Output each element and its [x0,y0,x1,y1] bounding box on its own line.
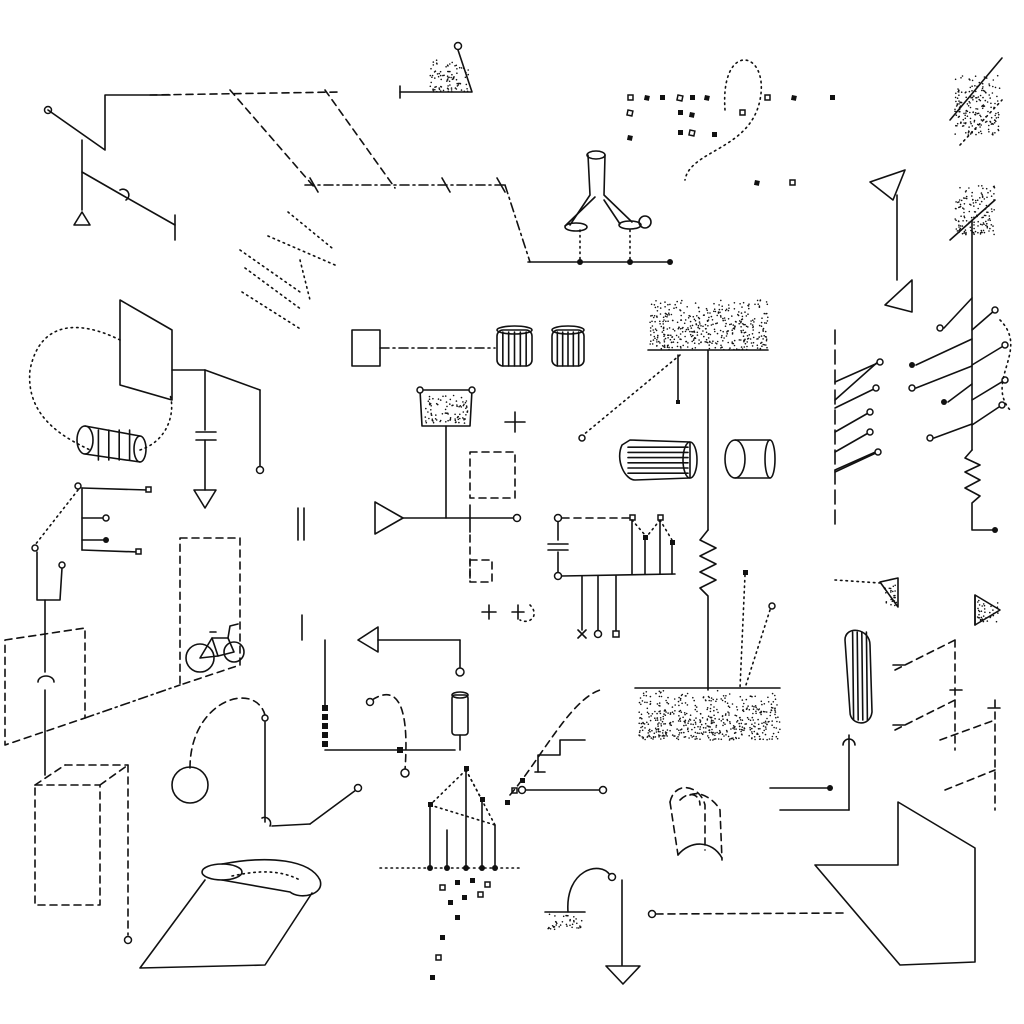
center-comb-circuit [547,513,676,639]
bicycle-panel [179,537,245,686]
arc-stipple-ground-arrow [544,867,641,985]
stippled-wedge-top-right [949,57,1003,146]
dotted-s-curve [684,59,763,181]
center-loop-arrow-circuit [322,626,469,778]
bottom-right-polygon-wire [647,801,976,966]
dotted-hatch-lines [239,211,336,331]
stipple-cup-circuit [374,386,535,623]
stippled-post-resistor [578,299,781,741]
center-square-cylinders [351,325,585,367]
stippled-triangle-top [399,41,473,99]
right-comb-resistor-structure [834,185,1012,533]
dashed-cube-bottom-left [34,764,133,945]
square-grid-top-right [626,94,835,186]
dashed-arch-tunnel [669,786,723,861]
y-pipe-tube [564,150,652,263]
top-left-zigzag-circuit [43,91,341,241]
rolled-sheet-perspective [139,858,322,969]
left-mid-branch-circuit [4,482,181,776]
step-wire-circuit [517,739,608,795]
dotted-tower-circuit [379,689,601,980]
right-arrow-pair [869,169,913,313]
vertical-tick-marks [297,507,305,641]
right-stippled-cones [834,577,1001,626]
dashed-perspective-plane [229,89,673,265]
right-striped-capsule [769,629,1001,811]
left-panel-capacitor-circuit [28,299,265,509]
bicycle-icon [185,623,245,673]
circle-dashed-arc-wire [171,697,363,827]
mid-horizontal-cylinders [618,439,776,481]
